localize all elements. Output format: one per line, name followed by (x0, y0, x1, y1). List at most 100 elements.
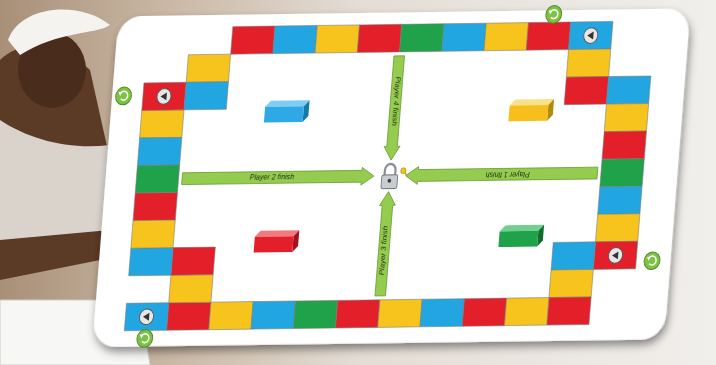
track-square (137, 137, 181, 165)
track-square (133, 193, 177, 221)
home-block-front (498, 231, 538, 247)
track-square (231, 26, 275, 54)
start-icon-disc (139, 309, 154, 325)
track-square (184, 82, 228, 110)
track-square (604, 104, 648, 132)
track-square (551, 242, 595, 270)
turn-icon (643, 252, 660, 270)
home-block-front (254, 236, 294, 252)
start-icon-disc (608, 247, 623, 263)
finish-arrow: Player 3 finish (372, 192, 396, 297)
track-square (124, 303, 168, 331)
track-square (420, 299, 464, 327)
home-block (498, 225, 544, 247)
track-square (462, 298, 506, 326)
start-icon-disc (156, 88, 171, 104)
track-square (273, 25, 317, 53)
track-square (526, 22, 570, 50)
home-block-top (255, 230, 299, 237)
turn-icon-head (647, 257, 651, 261)
finish-label: Player 1 finish (485, 170, 530, 178)
track-square (169, 275, 213, 303)
finish-arrow: Player 1 finish (405, 164, 598, 184)
finish-arrow-body (383, 56, 407, 161)
start-icon-arrow (160, 92, 167, 100)
home-block-top (500, 225, 544, 232)
home-block (254, 230, 300, 252)
track-square (442, 23, 486, 51)
finish-arrow: Player 4 finish (383, 56, 407, 161)
track-square (504, 298, 548, 326)
start-icon (583, 28, 598, 44)
track-square (209, 302, 253, 330)
track (124, 21, 655, 331)
turn-icon-head (118, 92, 122, 96)
finish-label: Player 2 finish (249, 173, 294, 181)
track-square (547, 297, 591, 325)
track-square (140, 110, 184, 138)
track-square (602, 131, 646, 159)
turn-icon (545, 5, 562, 23)
board-card (92, 9, 690, 347)
turn-icon-disc (115, 87, 132, 105)
turn-icon-disc (545, 5, 562, 23)
person-cap (8, 9, 110, 55)
home-block-top (510, 99, 554, 106)
turn-icon-disc (643, 252, 660, 270)
track-square (357, 24, 401, 52)
track-square (171, 247, 215, 275)
track-square (596, 214, 640, 242)
start-icon (608, 247, 623, 263)
turn-icon (136, 329, 153, 347)
lock-body (381, 175, 398, 189)
track-square (564, 77, 608, 105)
track-square (251, 301, 295, 329)
game-board: Player 4 finishPlayer 2 finish Player 1 f… (115, 15, 668, 337)
track-square (549, 269, 593, 297)
finish-arrow-body (181, 167, 374, 187)
turn-icons (96, 4, 681, 348)
start-icon (156, 88, 171, 104)
start-icon (139, 309, 154, 325)
person-shirt (0, 120, 110, 240)
finish-arrow: Player 2 finish (181, 167, 374, 187)
track-square (400, 24, 444, 52)
track-square (598, 186, 642, 214)
start-icon-arrow (587, 32, 594, 40)
lock-icon (381, 164, 410, 189)
turn-icon (115, 87, 132, 105)
finish-arrow-body (372, 192, 396, 297)
home-block (508, 99, 554, 121)
track-square (336, 300, 380, 328)
turn-icon-head (548, 10, 552, 14)
track-square (135, 165, 179, 193)
track-square (293, 300, 337, 328)
home-block-side (303, 100, 310, 122)
start-icon-arrow (612, 251, 619, 259)
home-block-top (265, 100, 309, 107)
start-icon-arrow (143, 313, 150, 321)
home-block-side (292, 230, 299, 252)
start-icon-disc (583, 28, 598, 44)
track-square (378, 299, 422, 327)
home-block-side (537, 225, 544, 247)
home-block-side (547, 99, 554, 121)
finish-arrow-body (405, 164, 598, 184)
track-square (566, 49, 610, 77)
track-square (600, 159, 644, 187)
home-block (264, 100, 310, 122)
track-square (484, 23, 528, 51)
track-square (606, 76, 650, 104)
track-square (131, 220, 175, 248)
track-square (593, 241, 637, 269)
track-square (167, 302, 211, 330)
track-square (569, 21, 613, 49)
home-block-front (264, 106, 304, 122)
track-square (186, 54, 230, 82)
home-block-front (508, 105, 548, 121)
track-square (129, 248, 173, 276)
square-icons (139, 27, 641, 325)
track-square (315, 25, 359, 53)
